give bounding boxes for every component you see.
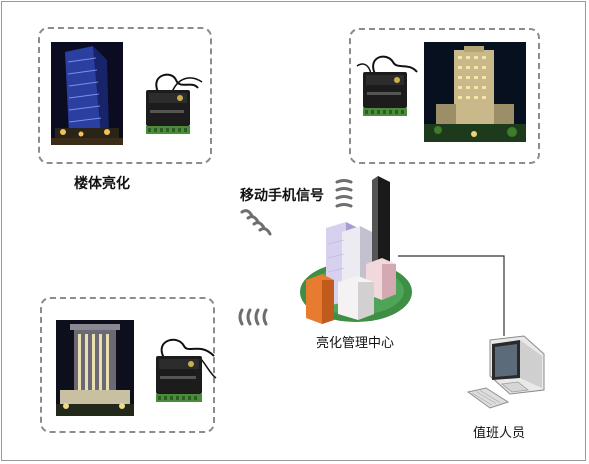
night-building-photo-top-left <box>51 42 123 145</box>
site-group-bottom-left <box>40 297 215 433</box>
signal-waves-icon <box>240 209 272 236</box>
keyboard-icon <box>466 387 510 409</box>
label-operator: 值班人员 <box>473 426 526 441</box>
label-mobile-signal: 移动手机信号 <box>240 188 324 204</box>
gsm-controller-device-top-right <box>351 52 423 122</box>
night-building-photo-bottom-left <box>56 320 134 416</box>
gsm-controller-device-top-left <box>132 70 204 140</box>
signal-waves-icon <box>238 308 268 326</box>
computer-monitor-icon <box>489 335 545 395</box>
site-group-top-right <box>349 28 540 164</box>
label-building-lighting: 楼体亮化 <box>74 176 130 192</box>
signal-waves-icon <box>335 179 353 208</box>
label-control-center: 亮化管理中心 <box>316 336 395 351</box>
city-buildings-icon <box>300 176 412 324</box>
gsm-controller-device-bottom-left <box>144 334 220 408</box>
site-group-top-left <box>38 27 212 164</box>
night-building-photo-top-right <box>424 42 526 142</box>
